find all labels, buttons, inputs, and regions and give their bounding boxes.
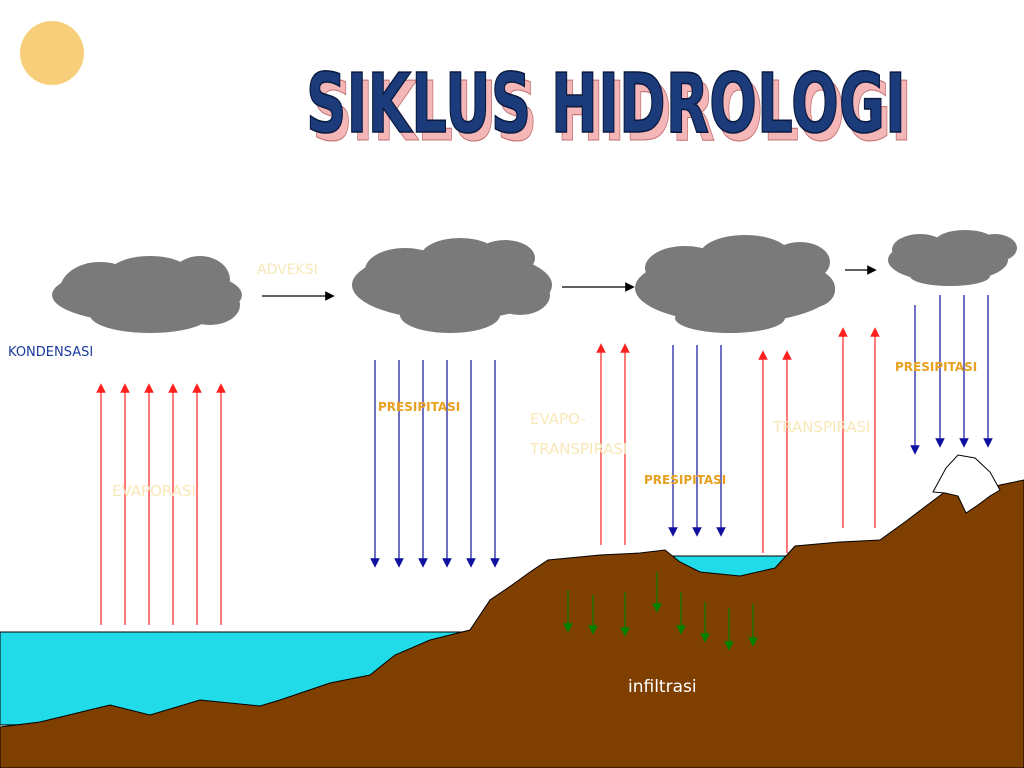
cloud-4 [888,230,1017,286]
label-presipitasi-2: PRESIPITASI [644,473,726,487]
evapotranspiration-arrows [596,343,630,545]
cloud-1 [52,256,242,333]
label-transpirasi: TRANSPIRASI [772,418,870,436]
transpiration-arrows [758,327,880,553]
label-evapotranspirasi-line1: EVAPO- [530,410,586,428]
precipitation-arrows-2 [668,345,726,537]
label-presipitasi-1: PRESIPITASI [378,400,460,414]
ground [0,479,1024,768]
label-evapotranspirasi-line2: TRANSPIRASI [529,440,627,458]
evaporation-arrows [96,383,226,625]
page-title: SIKLUS HIDROLOGI [306,56,906,152]
label-kondensasi: KONDENSASI [8,345,93,360]
cloud-2 [352,238,552,333]
snow-cap [932,454,1001,514]
cloud-3 [635,235,835,333]
sun [20,21,84,85]
label-evaporasi: EVAPORASI [112,482,196,500]
infiltration-arrows [563,572,758,651]
label-presipitasi-3: PRESIPITASI [895,360,977,374]
precipitation-arrows-3 [910,295,993,455]
label-infiltrasi: infiltrasi [628,677,697,697]
title-shadow: SIKLUS HIDROLOGI [312,64,912,160]
label-adveksi: ADVEKSI [257,262,318,278]
precipitation-arrows-1 [370,360,500,568]
